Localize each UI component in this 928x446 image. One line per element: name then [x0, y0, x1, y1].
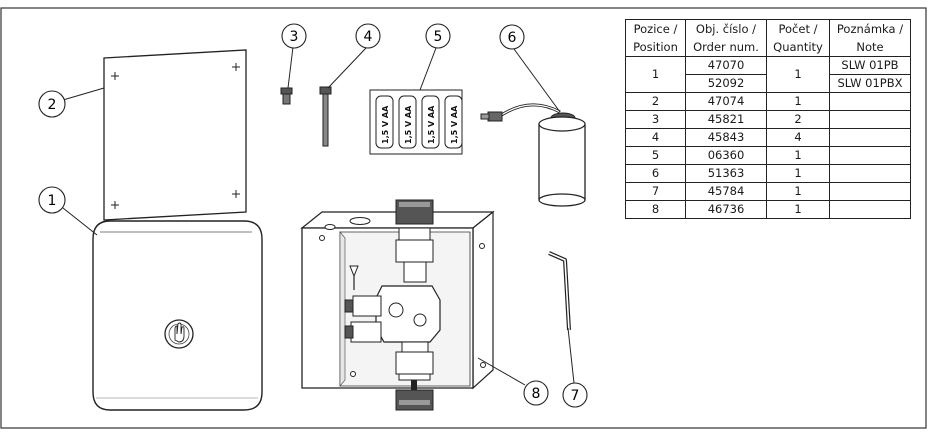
- cell-quantity: 1: [766, 164, 830, 183]
- cell-note: SLW 01PBX: [829, 74, 911, 93]
- header-note: Poznámka /Note: [829, 19, 911, 57]
- cell-quantity: 1: [766, 182, 830, 201]
- cell-position: 6: [625, 164, 686, 183]
- part-4-bolt: [319, 86, 332, 147]
- cell-position: 4: [625, 128, 686, 147]
- table-row: 5 06360 1: [625, 146, 911, 165]
- cell-order-num: 46736: [685, 200, 767, 219]
- table-row: 1 47070 1 SLW 01PB: [625, 56, 911, 93]
- part-8-installation-box: [300, 199, 495, 411]
- cell-position: 7: [625, 182, 686, 201]
- table-row: 6 51363 1: [625, 164, 911, 183]
- battery-label: 1,5 V AA: [427, 105, 436, 144]
- header-position: Pozice /Position: [625, 19, 686, 57]
- callout-label: 8: [532, 386, 541, 402]
- table-row: 8 46736 1: [625, 200, 911, 219]
- cell-order-num: 51363: [685, 164, 767, 183]
- part-3-screw: [280, 87, 293, 105]
- cell-quantity: 1: [766, 56, 830, 93]
- callout-2: 2: [38, 90, 66, 118]
- callout-3: 3: [281, 23, 307, 49]
- cell-note: SLW 01PB: [829, 56, 911, 75]
- table-header-row: Pozice /Position Obj. číslo /Order num. …: [625, 19, 911, 57]
- cell-order-num: 47074: [685, 92, 767, 111]
- cell-note: [829, 182, 911, 201]
- cell-quantity: 1: [766, 200, 830, 219]
- callout-label: 1: [48, 193, 57, 209]
- cell-quantity: 1: [766, 146, 830, 165]
- table-row: 3 45821 2: [625, 110, 911, 129]
- cell-note: [829, 164, 911, 183]
- cell-order-num: 45843: [685, 128, 767, 147]
- parts-list-table: Pozice /Position Obj. číslo /Order num. …: [625, 19, 911, 219]
- leader-lines: [62, 46, 575, 386]
- callout-label: 6: [508, 30, 517, 46]
- callout-label: 3: [290, 29, 299, 45]
- cell-note: [829, 128, 911, 147]
- cell-note: [829, 200, 911, 219]
- cell-order-num: 47070: [685, 56, 767, 75]
- cell-quantity: 1: [766, 92, 830, 111]
- cell-position: 1: [625, 56, 686, 93]
- part-1-front-cover: [92, 220, 263, 411]
- cell-position: 5: [625, 146, 686, 165]
- callout-7: 7: [562, 382, 588, 408]
- cell-position: 2: [625, 92, 686, 111]
- battery-label: 1,5 V AA: [381, 105, 390, 144]
- cell-position: 8: [625, 200, 686, 219]
- header-quantity: Počet /Quantity: [766, 19, 830, 57]
- cell-quantity: 4: [766, 128, 830, 147]
- cell-order-num: 45821: [685, 110, 767, 129]
- callout-1: 1: [38, 186, 66, 214]
- cell-order-num: 06360: [685, 146, 767, 165]
- part-2-mounting-plate: [103, 49, 247, 221]
- cell-note: [829, 92, 911, 111]
- callout-label: 7: [571, 388, 580, 404]
- callout-label: 4: [364, 29, 373, 45]
- cell-note: [829, 146, 911, 165]
- part-6-sensor-module: [480, 103, 586, 207]
- table-row: 4 45843 4: [625, 128, 911, 147]
- table-row: 7 45784 1: [625, 182, 911, 201]
- part-7-hex-key: [548, 251, 571, 331]
- header-order-num: Obj. číslo /Order num.: [685, 19, 767, 57]
- table-row: 2 47074 1: [625, 92, 911, 111]
- callout-5: 5: [425, 23, 451, 49]
- cell-order-num: 45784: [685, 182, 767, 201]
- battery-label: 1,5 V AA: [404, 105, 413, 144]
- callout-label: 2: [48, 97, 57, 113]
- callout-8: 8: [523, 380, 549, 406]
- cell-note: [829, 110, 911, 129]
- callout-6: 6: [499, 24, 525, 50]
- part-5-batteries: 1,5 V AA 1,5 V AA 1,5 V AA 1,5 V AA: [369, 89, 463, 155]
- battery-label: 1,5 V AA: [450, 105, 459, 144]
- callout-markers: 1 2 3 4 5 6 7 8: [38, 23, 588, 408]
- callout-4: 4: [355, 23, 381, 49]
- cell-position: 3: [625, 110, 686, 129]
- cell-order-num: 52092: [685, 74, 767, 93]
- callout-label: 5: [434, 29, 443, 45]
- cell-quantity: 2: [766, 110, 830, 129]
